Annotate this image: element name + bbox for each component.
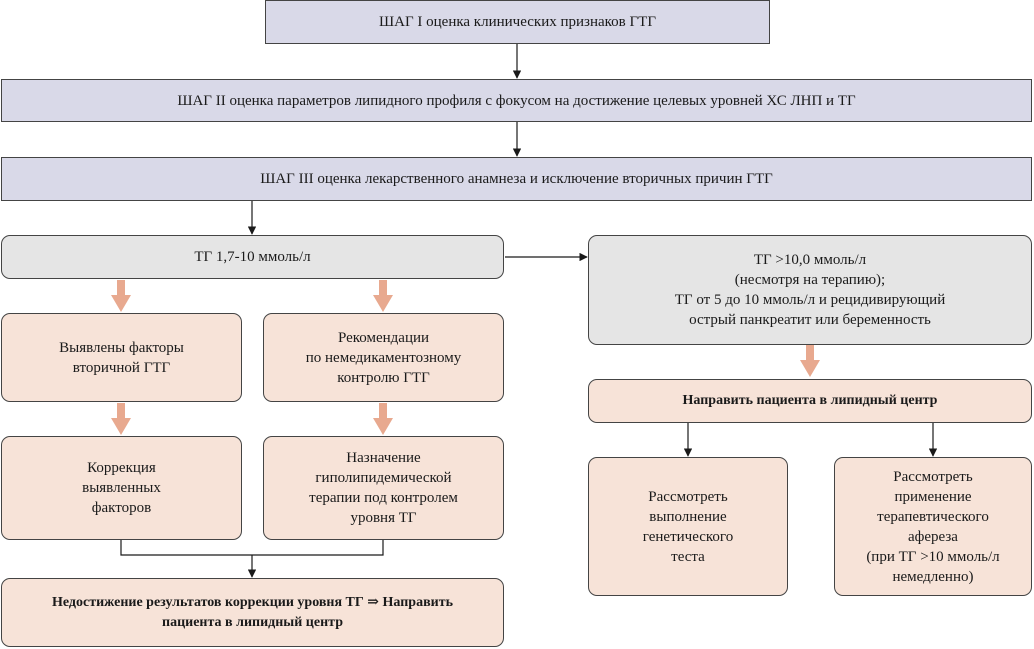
apheresis-label: Рассмотреть применение терапевтического …	[866, 468, 1000, 585]
step3-label: ШАГ III оценка лекарственного анамнеза и…	[260, 171, 773, 187]
step1-label: ШАГ I оценка клинических признаков ГТГ	[379, 14, 656, 30]
failure-box: Недостижение результатов коррекции уровн…	[1, 578, 504, 647]
thick-arrow-3	[111, 403, 131, 435]
refer-box: Направить пациента в липидный центр	[588, 379, 1032, 423]
tg-mid-box: ТГ 1,7-10 ммоль/л	[1, 235, 504, 279]
apheresis-box: Рассмотреть применение терапевтического …	[834, 457, 1032, 596]
genetic-box: Рассмотреть выполнение генетического тес…	[588, 457, 788, 596]
thick-arrow-4	[373, 403, 393, 435]
secondary-factors-label: Выявлены факторы вторичной ГТГ	[59, 339, 184, 376]
refer-label: Направить пациента в липидный центр	[682, 393, 938, 408]
nonpharm-label: Рекомендации по немедикаментозному контр…	[305, 329, 462, 386]
thick-arrow-2	[373, 280, 393, 312]
failure-label: Недостижение результатов коррекции уровн…	[52, 594, 453, 630]
nonpharm-box: Рекомендации по немедикаментозному контр…	[263, 313, 504, 402]
step2-box: ШАГ II оценка параметров липидного профи…	[1, 79, 1032, 122]
tg-mid-label: ТГ 1,7-10 ммоль/л	[194, 249, 311, 265]
lipid-therapy-label: Назначение гиполипидемической терапии по…	[309, 450, 458, 526]
lipid-therapy-box: Назначение гиполипидемической терапии по…	[263, 436, 504, 540]
tg-high-label: ТГ >10,0 ммоль/л (несмотря на терапию); …	[674, 252, 946, 328]
thick-arrow-5	[800, 345, 820, 377]
secondary-factors-box: Выявлены факторы вторичной ГТГ	[1, 313, 242, 402]
step1-box: ШАГ I оценка клинических признаков ГТГ	[265, 0, 770, 44]
correction-label: Коррекция выявленных факторов	[82, 460, 161, 516]
tg-high-box: ТГ >10,0 ммоль/л (несмотря на терапию); …	[588, 235, 1032, 345]
correction-box: Коррекция выявленных факторов	[1, 436, 242, 540]
step3-box: ШАГ III оценка лекарственного анамнеза и…	[1, 157, 1032, 201]
thick-arrow-1	[111, 280, 131, 312]
genetic-label: Рассмотреть выполнение генетического тес…	[642, 488, 734, 565]
thick-arrows	[111, 280, 820, 435]
connector-merge	[120, 540, 384, 556]
step2-label: ШАГ II оценка параметров липидного профи…	[177, 92, 856, 109]
